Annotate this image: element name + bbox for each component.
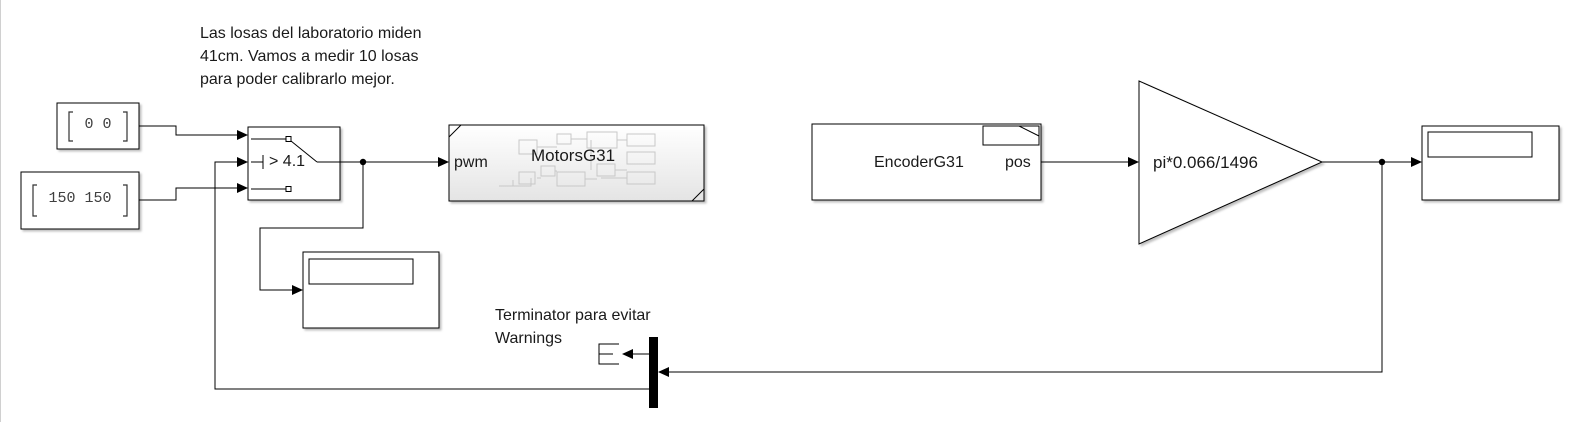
constant-block-150[interactable] — [20, 171, 140, 230]
encoder-subsystem-block[interactable] — [811, 123, 1042, 201]
motors-block-name: MotorsG31 — [531, 146, 616, 165]
constant-block-zero[interactable] — [56, 102, 140, 150]
switch-threshold-label: > 4.1 — [269, 153, 306, 170]
terminator-block[interactable] — [598, 343, 619, 365]
motors-port-label: pwm — [454, 154, 488, 171]
encoder-port-label: pos — [1005, 154, 1031, 171]
junction-dot-pwm — [359, 158, 367, 166]
motors-preview-icon — [499, 131, 656, 187]
annotation-losas-calibration: Las losas del laboratorio miden 41cm. Va… — [200, 25, 422, 88]
scope-block-pwm[interactable] — [302, 251, 440, 329]
gain-block[interactable] — [1138, 80, 1324, 245]
junction-dot-position — [1378, 158, 1386, 166]
demux-block[interactable] — [649, 337, 658, 408]
encoder-block-name: EncoderG31 — [874, 154, 964, 171]
constant-150-value: 150 150 — [48, 190, 112, 207]
motors-subsystem-block[interactable] — [448, 124, 705, 202]
signal-wires — [139, 125, 1411, 390]
switch-block[interactable] — [247, 126, 341, 201]
display-block-position[interactable] — [1421, 125, 1560, 201]
wire-arrowheads — [237, 130, 1422, 377]
annotation-terminator-warnings: Terminator para evitar Warnings — [495, 307, 651, 347]
gain-expression-label: pi*0.066/1496 — [1153, 153, 1258, 172]
constant-zero-value: 0 0 — [84, 116, 112, 133]
